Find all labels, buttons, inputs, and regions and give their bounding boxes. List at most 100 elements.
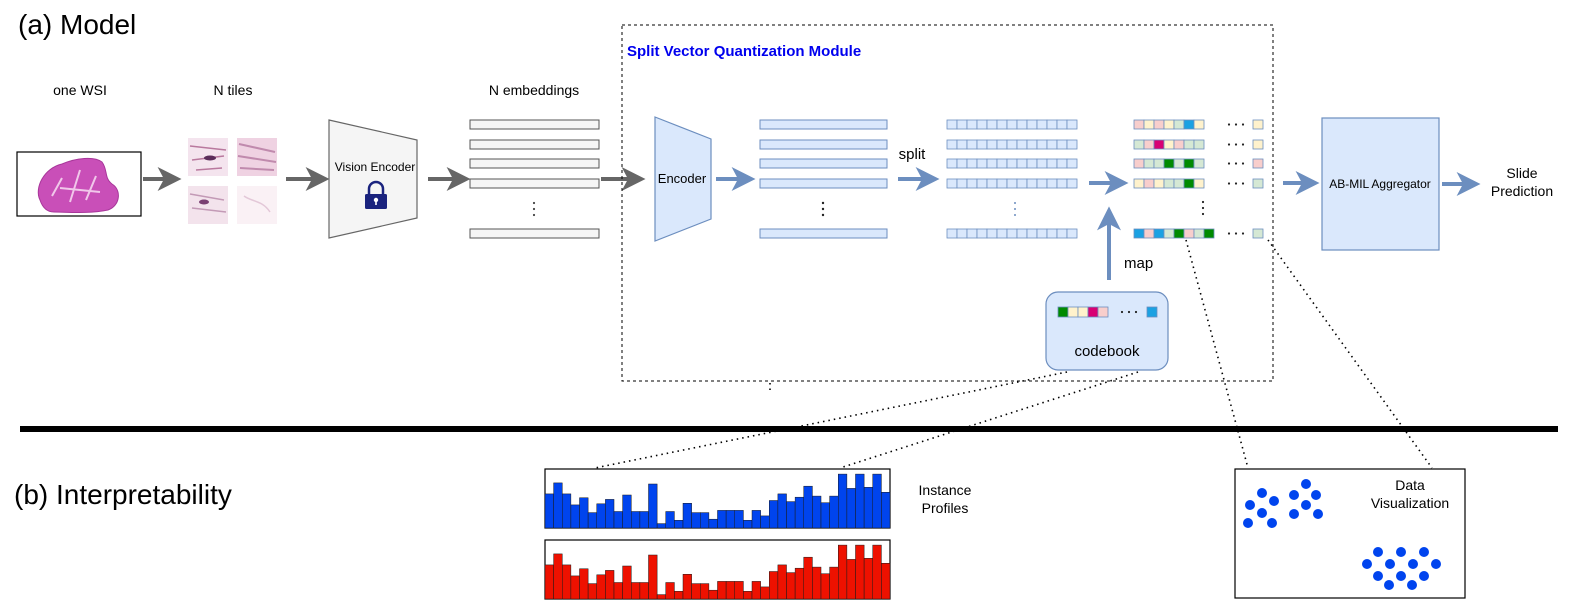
split-vq-module-box — [621, 24, 1274, 382]
scatter-point — [1419, 571, 1429, 581]
scatter-point — [1407, 580, 1417, 590]
scatter-point — [1257, 488, 1267, 498]
profile-bar — [829, 495, 839, 529]
codebook-cell — [1067, 306, 1079, 318]
latent-bar — [759, 158, 888, 169]
profile-bar — [570, 575, 580, 600]
code-cell — [1193, 119, 1205, 130]
code-cell — [1153, 139, 1165, 150]
scatter-point — [1408, 559, 1418, 569]
scatter-point — [1396, 571, 1406, 581]
map-label: map — [1124, 255, 1153, 272]
profile-bar — [760, 586, 770, 600]
split-segment-cell — [966, 178, 978, 189]
split-segment-cell — [956, 228, 968, 239]
split-segment-row — [946, 228, 1078, 239]
code-cell — [1203, 228, 1215, 239]
scatter-point — [1289, 490, 1299, 500]
split-segment-cell — [1056, 139, 1068, 150]
code-cell — [1163, 119, 1175, 130]
split-segment-cell — [1006, 119, 1018, 130]
scatter-point — [1385, 559, 1395, 569]
module-title: Split Vector Quantization Module — [627, 43, 861, 60]
profile-bar — [717, 510, 727, 529]
code-cell — [1143, 158, 1155, 169]
profile-bar — [734, 581, 744, 600]
profile-bar — [829, 566, 839, 600]
split-segment-cell — [1036, 178, 1048, 189]
split-segment-cell — [956, 119, 968, 130]
codebook-entries — [1057, 306, 1158, 318]
split-segment-cell — [1046, 158, 1058, 169]
scatter-point — [1373, 547, 1383, 557]
profile-bar — [656, 523, 667, 529]
split-segment-cell — [976, 158, 988, 169]
split-segment-cell — [1006, 158, 1018, 169]
split-segment-cell — [1036, 158, 1048, 169]
code-cell — [1193, 139, 1205, 150]
split-segment-cell — [1046, 139, 1058, 150]
profile-bar — [794, 567, 805, 600]
profile-bar — [553, 482, 563, 529]
data-visualization-frame — [1234, 468, 1466, 599]
code-cell — [1163, 228, 1175, 239]
profile-bar — [872, 473, 882, 529]
profile-bar — [855, 473, 865, 529]
profile-bar — [786, 572, 796, 600]
code-cell — [1133, 228, 1145, 239]
split-segment-cell — [1066, 228, 1078, 239]
vertical-ellipsis — [1014, 202, 1016, 216]
split-segment-cell — [1056, 119, 1068, 130]
profile-bar — [639, 582, 649, 600]
split-segment-cell — [976, 178, 988, 189]
profile-bar — [803, 485, 813, 529]
profile-bar — [769, 571, 779, 600]
split-segment-cell — [976, 139, 988, 150]
latent-bar — [759, 178, 888, 189]
profile-bar — [734, 510, 744, 529]
profile-bar — [725, 510, 736, 529]
profile-bar — [760, 515, 770, 529]
code-cell — [1252, 139, 1264, 150]
code-cell — [1193, 158, 1205, 169]
embedding-bar — [469, 158, 600, 169]
profile-bar — [631, 582, 641, 600]
code-cell — [1252, 178, 1264, 189]
profile-bar — [794, 496, 805, 529]
split-segment-cell — [996, 178, 1008, 189]
quantized-row — [1133, 139, 1264, 150]
scatter-point — [1269, 496, 1279, 506]
split-segment-cell — [946, 139, 958, 150]
code-cell — [1193, 228, 1205, 239]
profile-bar — [820, 502, 830, 529]
profile-bar — [743, 591, 753, 600]
quantized-row — [1133, 228, 1264, 239]
code-cell — [1183, 119, 1195, 130]
profile-bar — [863, 558, 874, 600]
profile-bar — [872, 544, 882, 600]
code-cell — [1252, 158, 1264, 169]
split-segment-cell — [946, 119, 958, 130]
aggregator-block — [1321, 117, 1440, 251]
tile-image — [237, 186, 277, 224]
split-segment-cell — [946, 228, 958, 239]
n-tiles-label: N tiles — [214, 82, 253, 98]
horizontal-ellipsis — [1227, 232, 1245, 235]
code-cell — [1173, 158, 1185, 169]
profile-bar — [562, 493, 572, 529]
profile-bar — [708, 518, 718, 529]
embedding-bar — [469, 178, 600, 189]
codebook-label: codebook — [1074, 343, 1140, 360]
code-cell — [1133, 119, 1145, 130]
profile-bar — [786, 501, 796, 529]
latent-bar — [759, 139, 888, 150]
split-segment-cell — [956, 178, 968, 189]
profile-bar — [544, 564, 554, 600]
encoder-block — [654, 116, 712, 242]
scatter-point — [1384, 580, 1394, 590]
split-segment-cell — [1016, 158, 1028, 169]
profile-bar — [648, 554, 658, 600]
split-segment-cell — [986, 228, 998, 239]
split-segment-cell — [986, 178, 998, 189]
